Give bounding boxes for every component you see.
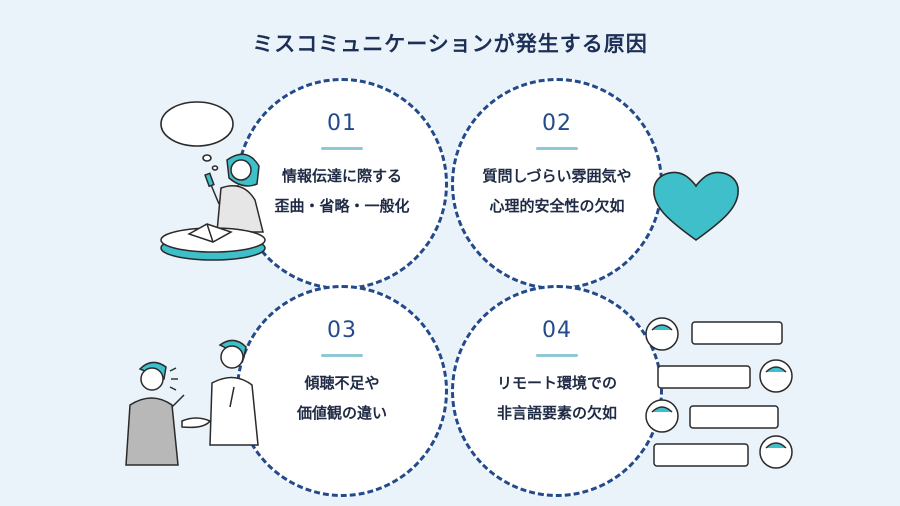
cause-label-line1: 情報伝達に際する: [281, 167, 402, 185]
cause-label-line2: 非言語要素の欠如: [496, 404, 617, 422]
cause-number: 02: [542, 111, 572, 136]
number-underline: [536, 354, 578, 357]
cause-label-line1: リモート環境での: [496, 374, 617, 392]
thinking-person-illustration: [160, 101, 266, 261]
cause-label-line1: 質問しづらい雰囲気や: [482, 167, 632, 185]
cause-label-line2: 心理的安全性の欠如: [489, 197, 625, 215]
heart-icon: [653, 171, 739, 241]
cause-number: 03: [327, 318, 357, 343]
cause-number: 01: [327, 111, 357, 136]
desk-icon: [160, 223, 266, 261]
thought-bubble-icon: [160, 101, 234, 171]
heart-illustration: [653, 171, 739, 241]
chat-bubble-icon: [653, 321, 783, 467]
number-underline: [536, 147, 578, 150]
cause-circle-03: 03 傾聴不足や 価値観の違い: [236, 285, 448, 497]
cause-label-line2: 価値観の違い: [296, 404, 387, 422]
page-title: ミスコミュニケーションが発生する原因: [252, 32, 648, 56]
conversation-illustration: [125, 339, 259, 466]
handshake-icon: [181, 417, 212, 429]
cause-number: 04: [542, 318, 572, 343]
person-left-icon: [125, 361, 185, 466]
remote-chat-illustration: [645, 317, 793, 469]
avatar-icon: [645, 317, 793, 469]
number-underline: [321, 354, 363, 357]
cause-label-line2: 歪曲・省略・一般化: [274, 197, 410, 215]
person-icon: [204, 153, 264, 233]
cause-circle-02: 02 質問しづらい雰囲気や 心理的安全性の欠如: [451, 78, 663, 290]
cause-circle-04: 04 リモート環境での 非言語要素の欠如: [451, 285, 663, 497]
speech-lines-icon: [169, 367, 178, 391]
cause-circle-01: 01 情報伝達に際する 歪曲・省略・一般化: [236, 78, 448, 290]
cause-label-line1: 傾聴不足や: [304, 374, 380, 392]
person-right-icon: [209, 339, 259, 446]
number-underline: [321, 147, 363, 150]
